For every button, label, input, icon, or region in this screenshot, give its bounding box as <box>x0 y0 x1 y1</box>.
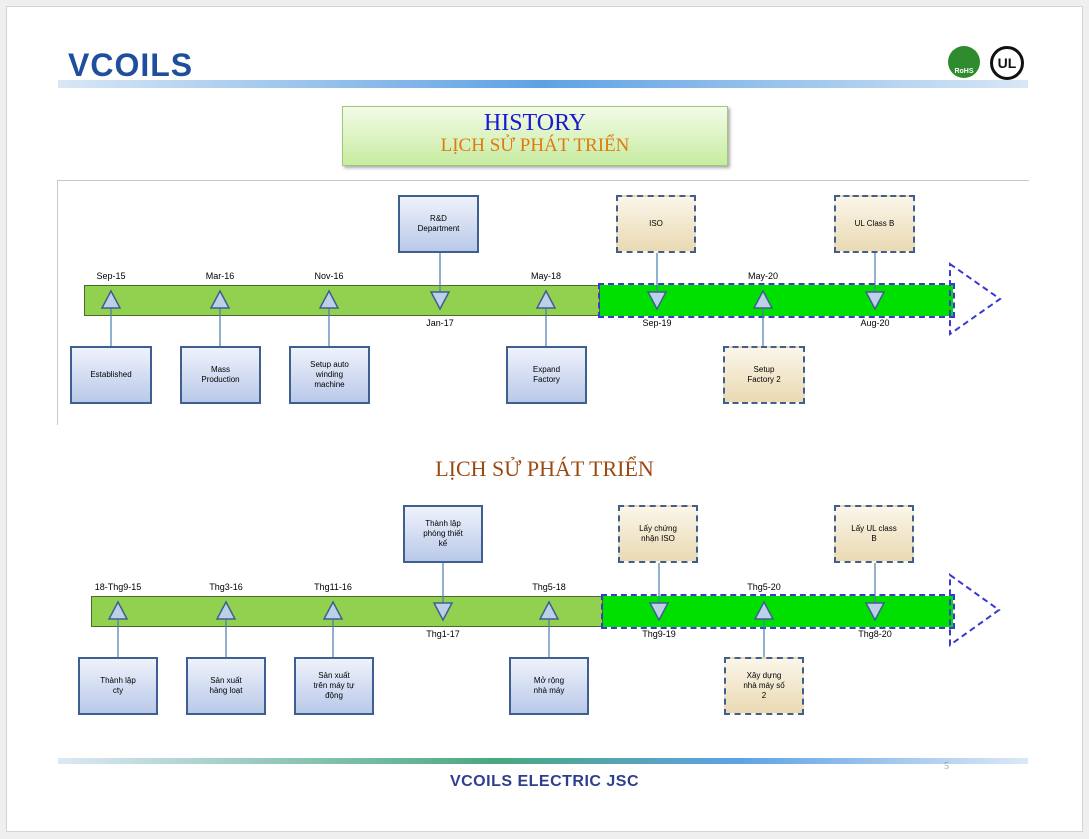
title-vietnamese: LỊCH SỬ PHÁT TRIỂN <box>440 135 630 156</box>
timeline-vi-dashed-region <box>601 594 955 629</box>
vi-milestone-date-0: 18-Thg9-15 <box>94 582 142 592</box>
vi-milestone-date-3: Thg1-17 <box>426 629 460 639</box>
en-milestone-box-4: Expand Factory <box>506 346 587 404</box>
en-milestone-box-2: Setup auto winding machine <box>289 346 370 404</box>
vi-milestone-date-4: Thg5-18 <box>532 582 566 592</box>
en-milestone-date-6: May-20 <box>747 271 778 281</box>
vi-milestone-date-2: Thg11-16 <box>314 582 352 592</box>
en-milestone-box-3: R&D Department <box>398 195 479 253</box>
vcoils-logo: VCOILS <box>68 47 194 83</box>
en-milestone-date-2: Nov-16 <box>314 271 344 281</box>
vi-milestone-box-2: Sản xuất trên máy tự động <box>294 657 374 715</box>
en-milestone-box-5: ISO <box>616 195 696 253</box>
en-milestone-box-0: Established <box>70 346 152 404</box>
title-history: HISTORY <box>483 110 587 136</box>
footer-divider <box>58 758 1028 764</box>
vi-milestone-date-1: Thg3-16 <box>209 582 243 592</box>
en-milestone-date-4: May-18 <box>530 271 561 281</box>
vi-milestone-box-0: Thành lập cty <box>78 657 158 715</box>
vi-milestone-box-6: Xây dựng nhà máy số 2 <box>724 657 804 715</box>
ul-mark-icon: UL <box>990 46 1024 80</box>
vi-milestone-box-3: Thành lập phòng thiết kế <box>403 505 483 563</box>
vi-milestone-box-4: Mở rộng nhà máy <box>509 657 589 715</box>
section-title-vietnamese: LỊCH SỬ PHÁT TRIỂN <box>435 456 654 481</box>
vi-milestone-box-1: Sản xuất hàng loạt <box>186 657 266 715</box>
footer-company: VCOILS ELECTRIC JSC <box>449 773 640 790</box>
en-milestone-date-0: Sep-15 <box>96 271 126 281</box>
en-milestone-date-5: Sep-19 <box>642 318 672 328</box>
vi-milestone-date-5: Thg9-19 <box>642 629 676 639</box>
timeline-vi-bar <box>91 596 603 627</box>
vi-milestone-box-7: Lấy UL class B <box>834 505 914 563</box>
vi-milestone-box-5: Lấy chứng nhận ISO <box>618 505 698 563</box>
page-number: 5 <box>944 761 949 772</box>
vi-milestone-date-6: Thg5-20 <box>747 582 781 592</box>
timeline-en-dashed-region <box>598 283 955 318</box>
header-divider <box>58 80 1028 88</box>
rohs-icon: RoHS <box>948 46 980 78</box>
timeline-frame <box>57 180 1029 425</box>
vi-milestone-date-7: Thg8-20 <box>858 629 892 639</box>
title-box: HISTORY LỊCH SỬ PHÁT TRIỂN <box>342 106 728 166</box>
en-milestone-box-6: Setup Factory 2 <box>723 346 805 404</box>
en-milestone-date-1: Mar-16 <box>205 271 235 281</box>
en-milestone-date-7: Aug-20 <box>860 318 890 328</box>
en-milestone-box-7: UL Class B <box>834 195 915 253</box>
en-milestone-date-3: Jan-17 <box>426 318 454 328</box>
en-milestone-box-1: Mass Production <box>180 346 261 404</box>
timeline-en-bar <box>84 285 600 316</box>
